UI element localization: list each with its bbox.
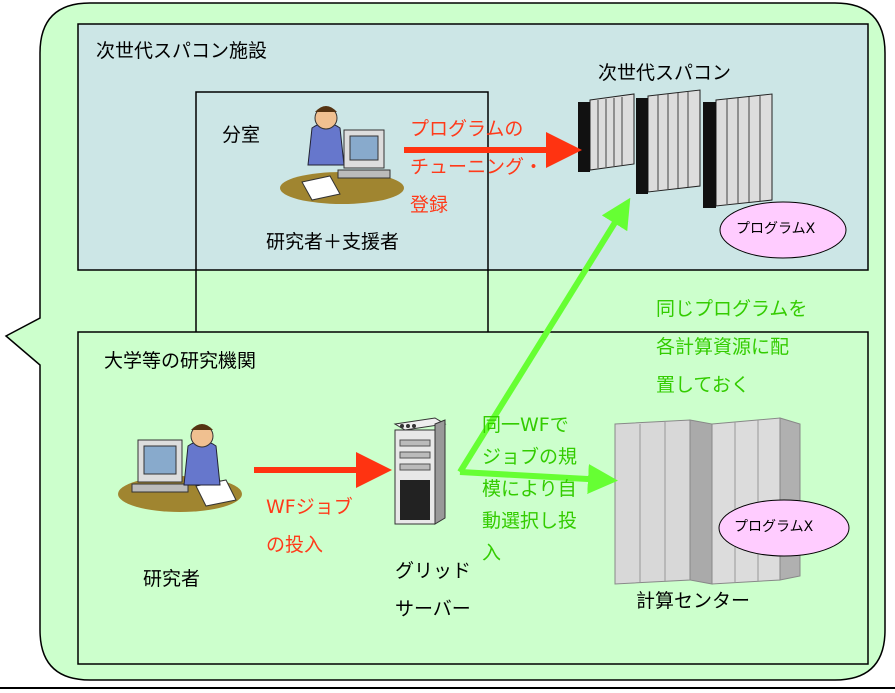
grid-server-label-line-1: グリッド [395,560,472,582]
submit-text-line-1: WFジョブ [266,496,353,518]
grid-server-icon [393,417,447,525]
facility-title: 次世代スパコン施設 [96,40,268,62]
dispatch-supercomputer-arrow [457,197,631,474]
supercomputer-label: 次世代スパコン [598,62,732,84]
tuning-text-line-3: 登録 [410,194,449,216]
researcher-supporter-icon [280,106,404,204]
facility-program-oval [719,201,847,259]
bottom-divider [0,687,895,689]
note-line-1: 同じプログラムを [656,298,808,320]
auto-select-line-1: 同一WFで [482,414,569,436]
submit-text-line-2: の投入 [266,534,324,556]
auto-select-line-5: 入 [482,542,502,564]
note-line-2: 各計算資源に配 [656,336,790,358]
researcher-label: 研究者 [143,568,201,590]
tuning-text-line-2: チューニング・ [410,156,544,178]
facility-program-label: プログラムX [736,221,816,237]
dispatch-center-arrow [459,464,618,494]
university-title: 大学等の研究機関 [104,350,257,372]
branch-outline [195,91,489,332]
researcher-supporter-label: 研究者＋支援者 [266,231,400,253]
computing-center-label: 計算センター [636,590,751,612]
auto-select-line-4: 動選択し投 [482,510,578,532]
center-program-label: プログラムX [734,519,814,535]
center-program-oval [718,499,850,557]
researcher-icon [118,424,242,512]
supercomputer-icon [578,89,773,208]
branch-label: 分室 [222,124,261,146]
auto-select-line-3: 模により自 [482,478,577,500]
auto-select-line-2: ジョブの規 [482,446,578,468]
note-line-3: 置しておく [656,374,750,396]
grid-server-label-line-2: サーバー [395,598,471,620]
tuning-text-line-1: プログラムの [410,118,524,140]
